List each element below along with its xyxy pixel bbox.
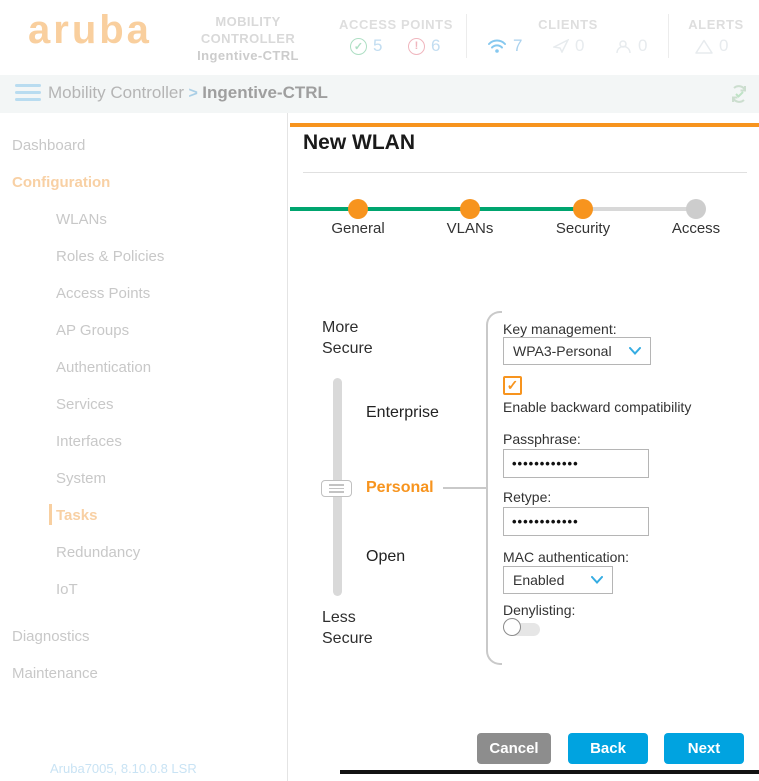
breadcrumb-current[interactable]: Ingentive-CTRL — [202, 83, 328, 102]
sidebar-item-diagnostics[interactable]: Diagnostics — [12, 628, 90, 645]
stepper-line-pending — [583, 207, 696, 211]
level-connector-line — [443, 487, 487, 489]
controller-summary[interactable]: MOBILITY CONTROLLER Ingentive-CTRL — [178, 13, 318, 64]
controller-type-line1: MOBILITY — [215, 14, 281, 29]
key-management-value: WPA3-Personal — [513, 343, 612, 359]
options-bracket — [486, 311, 502, 665]
wifi-icon — [488, 39, 506, 53]
denylisting-label: Denylisting: — [503, 602, 576, 618]
sidebar-divider — [287, 113, 288, 781]
device-version-footer: Aruba7005, 8.10.0.8 LSR — [50, 761, 197, 776]
controller-type-line2: CONTROLLER — [200, 31, 296, 46]
breadcrumb: Mobility Controller > Ingentive-CTRL — [48, 83, 328, 103]
sidebar-item-wlans[interactable]: WLANs — [56, 211, 107, 228]
retype-label: Retype: — [503, 489, 552, 505]
pending-changes-refresh-icon[interactable] — [728, 82, 750, 106]
cancel-button[interactable]: Cancel — [477, 733, 551, 764]
step-label-vlans[interactable]: VLANs — [446, 220, 494, 237]
sidebar-item-configuration[interactable]: Configuration — [12, 174, 111, 191]
clients-users[interactable]: 0 — [615, 36, 647, 56]
breadcrumb-root[interactable]: Mobility Controller — [48, 83, 185, 102]
access-points-up-count: 5 — [373, 36, 383, 55]
clients-users-count: 0 — [638, 36, 648, 55]
less-secure-label: Less Secure — [322, 609, 373, 647]
step-dot-access[interactable] — [686, 199, 706, 219]
clients-wifi[interactable]: 7 — [487, 36, 522, 56]
backward-compat-checkbox[interactable]: ✓ — [503, 376, 522, 395]
chevron-down-icon — [591, 576, 603, 584]
header-divider — [668, 14, 669, 58]
aruba-logo: aruba — [28, 8, 152, 52]
panel-accent-bar — [290, 123, 759, 127]
sidebar-item-maintenance[interactable]: Maintenance — [12, 665, 98, 682]
sidebar-item-roles-policies[interactable]: Roles & Policies — [56, 248, 165, 265]
page-title: New WLAN — [303, 131, 415, 154]
chevron-down-icon — [629, 347, 641, 355]
check-circle-icon: ✓ — [350, 37, 367, 55]
passphrase-input[interactable] — [503, 449, 649, 478]
alerts-count: 0 — [719, 36, 729, 55]
mac-auth-select[interactable]: Enabled — [503, 566, 613, 594]
access-points-down[interactable]: ! 6 — [408, 36, 440, 56]
horizontal-scrollbar[interactable] — [340, 770, 759, 774]
step-dot-vlans[interactable] — [460, 199, 480, 219]
access-points-up[interactable]: ✓ 5 — [350, 36, 382, 56]
mac-auth-label: MAC authentication: — [503, 549, 630, 565]
security-level-enterprise[interactable]: Enterprise — [366, 404, 439, 421]
step-label-access[interactable]: Access — [671, 220, 721, 237]
security-level-personal[interactable]: Personal — [366, 479, 434, 496]
sidebar-item-redundancy[interactable]: Redundancy — [56, 544, 141, 561]
backward-compat-label: Enable backward compatibility — [503, 399, 692, 415]
security-slider-handle[interactable] — [321, 480, 352, 497]
mac-auth-value: Enabled — [513, 572, 565, 588]
sidebar-item-services[interactable]: Services — [56, 396, 114, 413]
key-management-select[interactable]: WPA3-Personal — [503, 337, 651, 365]
menu-icon[interactable] — [15, 84, 41, 105]
rogue-client-icon — [553, 39, 569, 53]
back-button[interactable]: Back — [568, 733, 648, 764]
sidebar-item-tasks[interactable]: Tasks — [56, 507, 98, 524]
alerts-label: ALERTS — [688, 17, 744, 32]
sidebar-item-access-points[interactable]: Access Points — [56, 285, 151, 302]
stepper-line-done — [290, 207, 583, 211]
step-dot-security[interactable] — [573, 199, 593, 219]
retype-input[interactable] — [503, 507, 649, 536]
breadcrumb-bar: Mobility Controller > Ingentive-CTRL — [0, 75, 759, 113]
sidebar-item-dashboard[interactable]: Dashboard — [12, 137, 86, 154]
active-item-indicator — [49, 504, 52, 525]
clients-rogue[interactable]: 0 — [553, 36, 584, 56]
alert-circle-icon: ! — [408, 37, 425, 55]
chevron-right-icon: > — [188, 85, 198, 102]
passphrase-label: Passphrase: — [503, 431, 581, 447]
clients-rogue-count: 0 — [575, 36, 585, 55]
clients-wifi-count: 7 — [513, 36, 523, 55]
sidebar-item-interfaces[interactable]: Interfaces — [56, 433, 122, 450]
next-button[interactable]: Next — [664, 733, 744, 764]
more-secure-label: More Secure — [322, 319, 373, 357]
key-management-label: Key management: — [503, 321, 617, 337]
warning-triangle-icon — [695, 39, 713, 54]
sidebar-item-authentication[interactable]: Authentication — [56, 359, 152, 376]
access-points-label: ACCESS POINTS — [339, 17, 453, 32]
denylisting-toggle-knob[interactable] — [503, 618, 521, 636]
security-level-open[interactable]: Open — [366, 548, 406, 565]
step-dot-general[interactable] — [348, 199, 368, 219]
sidebar-item-system[interactable]: System — [56, 470, 107, 487]
sidebar-item-iot[interactable]: IoT — [56, 581, 78, 598]
alerts-count-item[interactable]: 0 — [695, 36, 728, 56]
header-divider — [466, 14, 467, 58]
controller-name: Ingentive-CTRL — [197, 48, 299, 63]
sidebar-item-ap-groups[interactable]: AP Groups — [56, 322, 130, 339]
clients-label: CLIENTS — [538, 17, 598, 32]
title-divider — [303, 172, 747, 173]
step-label-security[interactable]: Security — [555, 220, 611, 237]
user-icon — [616, 39, 631, 53]
step-label-general[interactable]: General — [331, 220, 385, 237]
access-points-down-count: 6 — [431, 36, 441, 55]
